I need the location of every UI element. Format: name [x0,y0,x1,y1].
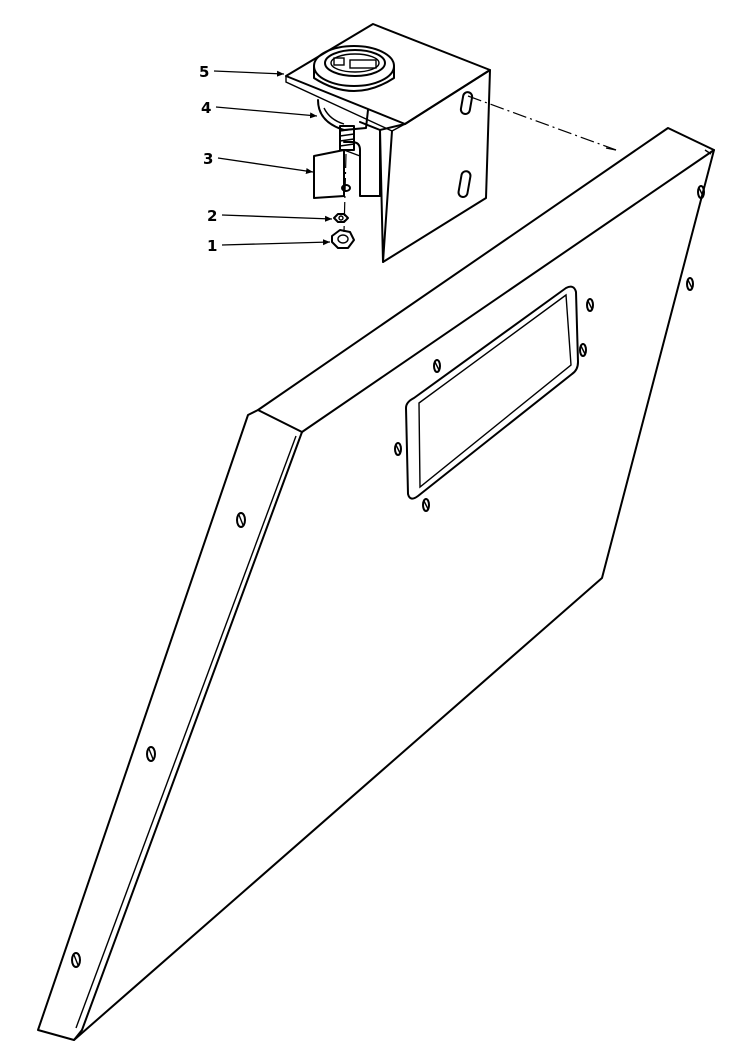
hex-nut [331,229,355,249]
hour-meter [313,45,395,131]
meter-digit-window [349,59,377,69]
angle-bracket [285,23,491,263]
panel-hole [433,359,441,373]
callout-label: 5 [199,63,209,81]
side-panel [37,127,715,1041]
callout-2: 2 [207,207,333,225]
panel-hole [697,185,705,199]
threaded-stud [339,125,355,151]
panel-hole [146,746,156,762]
panel-window-cutout [405,285,579,500]
callout-label: 1 [207,237,217,255]
panel-hole [394,442,402,456]
bracket-slot [457,170,472,198]
callout-label: 4 [201,99,211,117]
panel-hole [236,512,246,528]
panel-mounting-holes [71,185,705,968]
panel-hole [71,952,81,968]
meter-digit-window [333,57,345,66]
callout-3: 3 [203,150,314,174]
assembly-centerlines [343,95,617,233]
callout-4: 4 [201,99,318,119]
panel-hole [579,343,587,357]
panel-hole [422,498,430,512]
bracket-slot [459,91,474,115]
callout-1: 1 [207,237,331,255]
callout-5: 5 [199,63,285,81]
clamp-plate [313,149,361,199]
callout-label: 3 [203,150,213,168]
panel-hole [686,277,694,291]
lock-washer [333,213,349,223]
callout-label: 2 [207,207,217,225]
panel-hole [586,298,594,312]
